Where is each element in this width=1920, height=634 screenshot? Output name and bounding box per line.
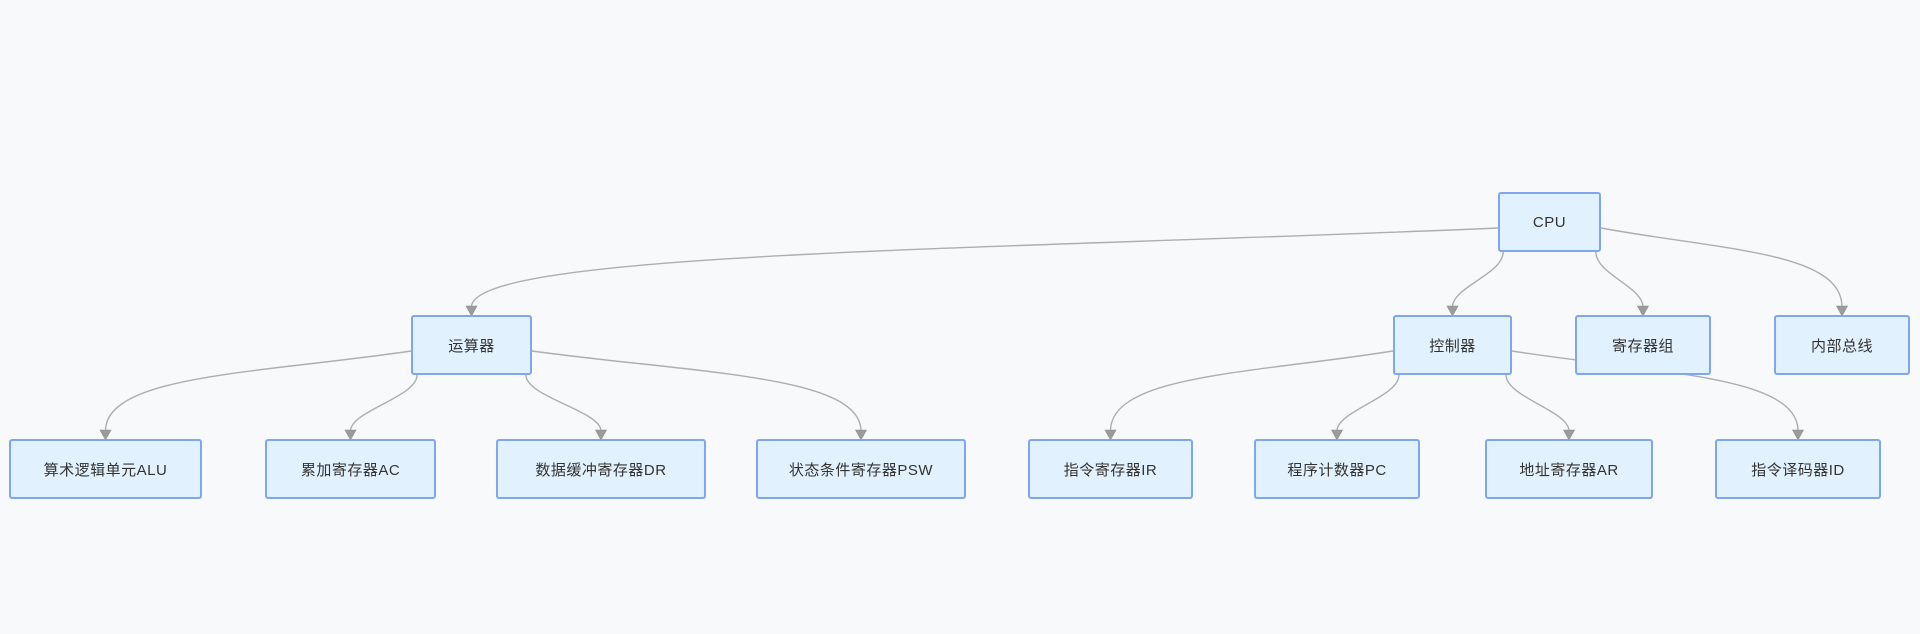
node-label: 算术逻辑单元ALU: [43, 461, 168, 479]
edge-controller-instruction-register-ir: [1109, 350, 1394, 432]
node-accumulator-ac[interactable]: 累加寄存器AC: [265, 439, 436, 499]
arrowhead-data-buffer-dr: [594, 429, 608, 441]
node-address-register-ar[interactable]: 地址寄存器AR: [1485, 439, 1653, 499]
arrowhead-register-group: [1636, 305, 1650, 317]
node-data-buffer-dr[interactable]: 数据缓冲寄存器DR: [496, 439, 706, 499]
node-instruction-register-ir[interactable]: 指令寄存器IR: [1028, 439, 1193, 499]
node-label: 指令译码器ID: [1751, 461, 1845, 479]
node-label: 累加寄存器AC: [300, 461, 401, 479]
edge-operator-unit-accumulator-ac: [349, 374, 418, 432]
node-instruction-decoder-id[interactable]: 指令译码器ID: [1715, 439, 1881, 499]
edge-controller-instruction-decoder-id: [1511, 350, 1799, 432]
edge-cpu-register-group: [1595, 251, 1644, 308]
arrowhead-address-register-ar: [1562, 429, 1576, 441]
edge-controller-address-register-ar: [1505, 374, 1570, 432]
arrowhead-status-register-psw: [854, 429, 868, 441]
edge-cpu-internal-bus: [1600, 227, 1843, 308]
edge-operator-unit-alu: [104, 350, 412, 432]
edge-operator-unit-data-buffer-dr: [525, 374, 602, 432]
arrowhead-internal-bus: [1835, 305, 1849, 317]
node-label: CPU: [1532, 213, 1567, 231]
arrowhead-instruction-register-ir: [1104, 429, 1117, 441]
arrowhead-operator-unit: [465, 305, 478, 317]
node-label: 数据缓冲寄存器DR: [535, 461, 667, 479]
edge-operator-unit-status-register-psw: [531, 350, 862, 432]
arrowhead-program-counter-pc: [1330, 429, 1344, 441]
edge-cpu-operator-unit: [470, 227, 1499, 308]
arrowhead-alu: [99, 429, 112, 441]
node-label: 内部总线: [1810, 337, 1873, 355]
node-label: 运算器: [448, 337, 495, 355]
edge-controller-program-counter-pc: [1336, 374, 1400, 432]
node-label: 指令寄存器IR: [1063, 461, 1158, 479]
node-cpu[interactable]: CPU: [1498, 192, 1601, 252]
node-status-register-psw[interactable]: 状态条件寄存器PSW: [756, 439, 966, 499]
edge-cpu-controller: [1451, 251, 1504, 308]
node-operator-unit[interactable]: 运算器: [411, 315, 532, 375]
node-alu[interactable]: 算术逻辑单元ALU: [9, 439, 202, 499]
arrowhead-controller: [1446, 305, 1459, 317]
node-internal-bus[interactable]: 内部总线: [1774, 315, 1910, 375]
node-label: 地址寄存器AR: [1519, 461, 1619, 479]
node-label: 程序计数器PC: [1287, 461, 1387, 479]
arrowhead-instruction-decoder-id: [1791, 429, 1805, 441]
arrowhead-accumulator-ac: [344, 429, 357, 441]
node-label: 状态条件寄存器PSW: [788, 461, 934, 479]
node-program-counter-pc[interactable]: 程序计数器PC: [1254, 439, 1420, 499]
node-controller[interactable]: 控制器: [1393, 315, 1512, 375]
node-label: 寄存器组: [1611, 337, 1674, 355]
node-label: 控制器: [1429, 337, 1476, 355]
node-register-group[interactable]: 寄存器组: [1575, 315, 1711, 375]
